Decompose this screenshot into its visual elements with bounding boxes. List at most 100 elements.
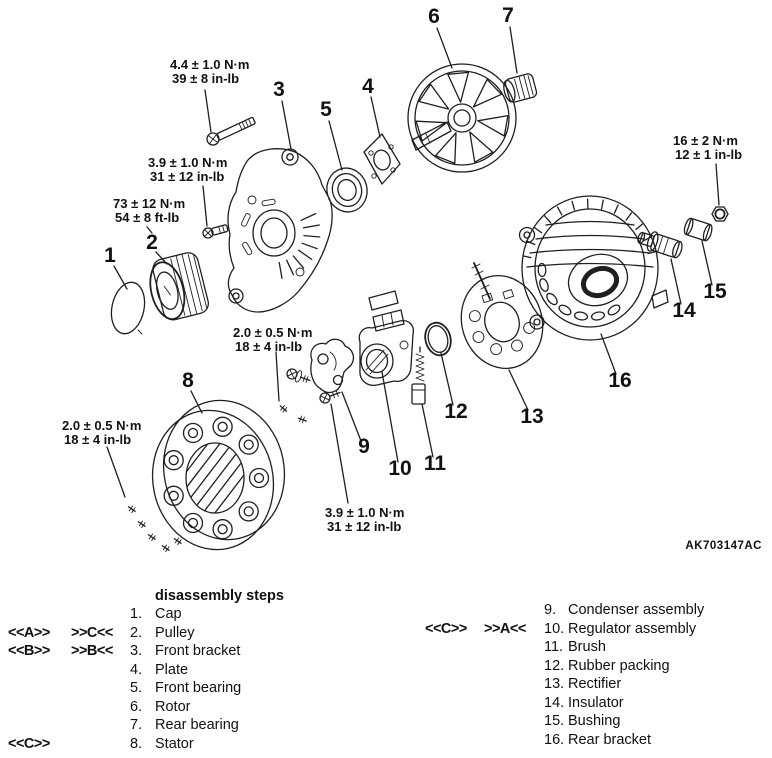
bushing-drawing [683,217,713,242]
bracket-screw-drawing [202,224,229,239]
callout-4: 4 [362,75,374,98]
rotor-fan-blades [415,71,509,165]
torque-labels: 4.4 ± 1.0 N·m 39 ± 8 in-lb 3.9 ± 1.0 N·m… [62,57,742,534]
torque-terminal-nut-nm: 16 ± 2 N·m [673,133,738,148]
list-item: <<B>> >>B<< 3. Front bracket [8,642,241,661]
rear-bracket-vents [537,262,621,321]
callout-leader-lines [113,26,713,463]
torque-terminal-nut-inlb: 12 ± 1 in-lb [675,147,742,162]
callout-14: 14 [672,299,696,322]
insulator-drawing [637,231,683,259]
cap-drawing [110,281,146,335]
terminal-stud [471,262,491,300]
callout-6: 6 [428,5,440,28]
reassembly-marker: >>A<< [484,620,526,637]
callout-9: 9 [358,435,370,458]
callout-15: 15 [703,280,727,303]
step-number: 16. [544,731,565,748]
step-name: Insulator [568,694,624,711]
list-item: 16.Rear bracket [425,731,704,750]
mounting-screws [279,368,341,424]
step-number: 2. [130,624,143,641]
step-number: 12. [544,657,565,674]
step-number: 6. [130,698,143,715]
reassembly-marker: >>C<< [71,624,113,641]
rectifier-drawing [460,262,544,370]
alternator-exploded-diagram: 1 2 3 4 5 6 7 8 9 10 11 12 13 14 15 16 4… [62,4,762,553]
list-item: 13.Rectifier [425,675,704,694]
rear-bracket-fins [522,198,658,259]
step-number: 7. [130,717,143,734]
terminal-nut-drawing [711,206,729,222]
callout-3: 3 [273,78,285,101]
step-name: Cap [155,606,182,623]
front-bearing-drawing [326,167,368,213]
step-name: Rotor [155,698,191,715]
step-number: 14. [544,694,565,711]
callout-10: 10 [388,457,411,480]
callout-1: 1 [104,244,116,267]
list-item: 14.Insulator [425,694,704,713]
through-bolt-drawing [206,116,256,146]
torque-stator-screw-nm: 2.0 ± 0.5 N·m [62,418,141,433]
list-item: 7. Rear bearing [8,716,241,735]
step-number: 1. [130,606,143,623]
step-number: 4. [130,661,143,678]
torque-through-bolt-inlb: 39 ± 8 in-lb [172,71,239,86]
torque-pulley-nut-nm: 73 ± 12 N·m [113,196,185,211]
step-name: Front bracket [155,643,241,660]
step-name: Condenser assembly [568,602,705,619]
list-item: 9.Condenser assembly [425,601,704,620]
disassembly-steps-list-right: 9.Condenser assembly <<C>>>>A<<10.Regula… [425,601,704,749]
step-name: Front bearing [155,680,242,697]
callout-7: 7 [502,4,514,27]
list-item: 6. Rotor [8,698,241,717]
reassembly-marker: <<B>> [8,643,50,660]
callout-13: 13 [520,405,543,428]
rear-bracket-ribs [526,220,654,268]
callout-2: 2 [146,231,158,254]
torque-stator-screw-inlb: 18 ± 4 in-lb [64,432,131,447]
rear-bracket-drawing [518,195,669,341]
stator-coils [163,416,270,540]
step-name: Rectifier [568,676,622,693]
front-bracket-fins [278,212,321,279]
callout-numbers: 1 2 3 4 5 6 7 8 9 10 11 12 13 14 15 16 [104,4,727,480]
rubber-packing-drawing [424,321,452,357]
torque-rectifier-screw-inlb: 31 ± 12 in-lb [327,519,401,534]
rotor-shaft [411,121,452,151]
list-item: 15.Bushing [425,712,704,731]
step-name: Regulator assembly [568,620,697,637]
list-item: <<A>>>>C<<2.Pulley [8,624,241,643]
stator-screws [127,505,182,553]
torque-bracket-screw-nm: 3.9 ± 1.0 N·m [148,155,227,170]
step-name: Pulley [155,624,195,641]
torque-regulator-screw-nm: 2.0 ± 0.5 N·m [233,325,312,340]
torque-pulley-nut-ftlb: 54 ± 8 ft-lb [115,210,179,225]
callout-5: 5 [320,98,332,121]
callout-8: 8 [182,369,194,392]
rotor-drawing [407,63,517,173]
list-item: 1. Cap [8,605,241,624]
reassembly-marker: <<C>> [8,735,50,752]
step-name: Rubber packing [568,657,670,674]
plate-drawing [363,133,401,185]
step-name: Brush [568,639,606,656]
list-item: 11.Brush [425,638,704,657]
list-item: 5. Front bearing [8,679,241,698]
step-number: 3. [130,643,143,660]
reassembly-marker: >>B<< [71,643,113,660]
step-name: Rear bearing [155,717,239,734]
step-number: 5. [130,680,143,697]
step-number: 11. [544,639,564,656]
torque-bracket-screw-inlb: 31 ± 12 in-lb [150,169,224,184]
step-name: Rear bracket [568,731,652,748]
torque-regulator-screw-inlb: 18 ± 4 in-lb [235,339,302,354]
rear-bearing-drawing [503,73,538,103]
step-number: 13. [544,676,565,693]
list-item: <<C>>8.Stator [8,735,241,754]
callout-16: 16 [608,369,631,392]
torque-through-bolt-nm: 4.4 ± 1.0 N·m [170,57,249,72]
front-bracket-drawing [227,148,333,313]
torque-leader-lines [106,89,720,504]
